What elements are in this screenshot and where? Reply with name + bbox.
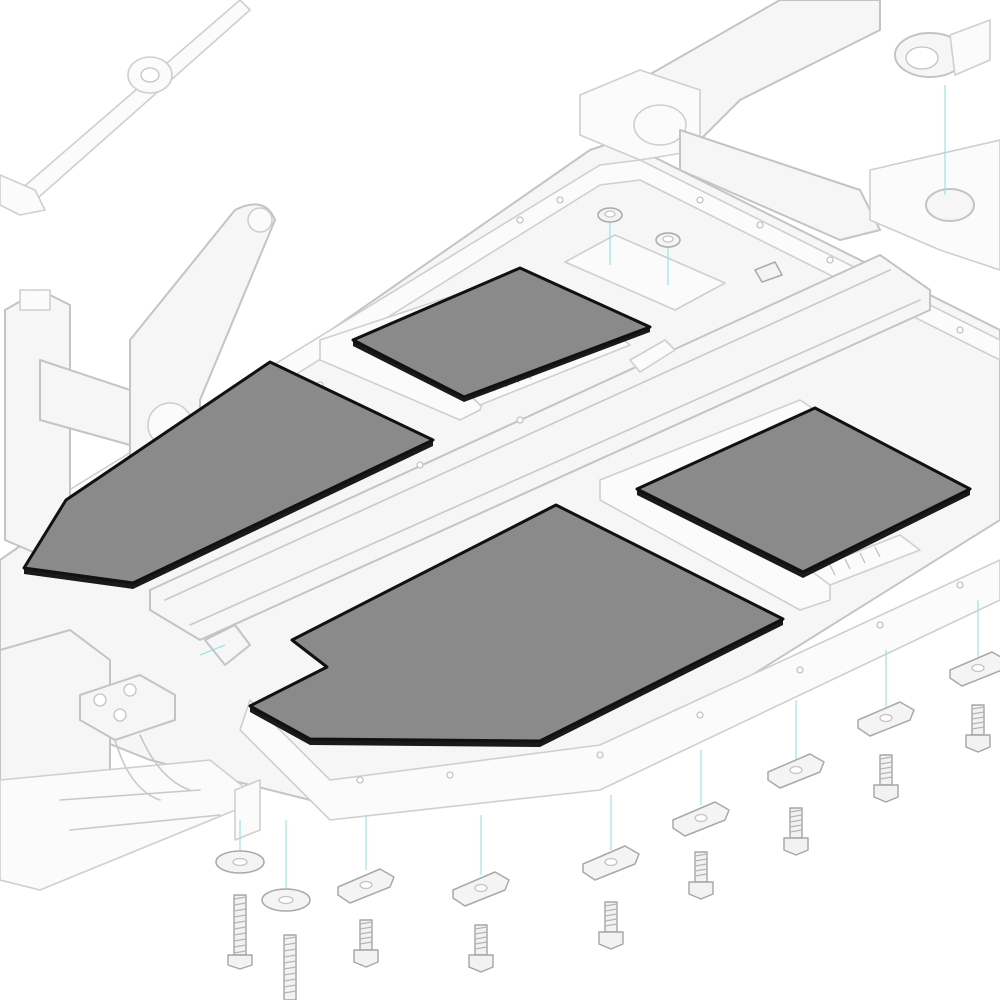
top-washers: [597, 207, 783, 283]
bolt-icon: [783, 807, 809, 856]
pad-front-right: [635, 406, 972, 578]
clip-nut-icon: [857, 701, 915, 737]
bolt-icon: [688, 851, 714, 900]
bolt-icon: [873, 754, 899, 803]
washer-icon: [215, 850, 265, 874]
bolt-icon: [468, 924, 494, 973]
pad-rear-left: [22, 360, 435, 589]
clip-nut-icon: [767, 753, 825, 789]
clip-nut-icon: [949, 651, 1000, 687]
washer-icon: [261, 888, 311, 912]
bolt-icon: [227, 894, 253, 970]
clip-nut-icon: [672, 801, 730, 837]
bolt-icon: [353, 919, 379, 968]
clip-nut-icon: [582, 845, 640, 881]
pad-front-center: [248, 503, 785, 747]
clip-nut-icon: [452, 871, 510, 907]
insulation-pads: [22, 266, 972, 747]
bolt-icon: [965, 704, 991, 753]
rack-teeth-right: [829, 546, 881, 576]
clip-nut-icon: [337, 868, 395, 904]
bolt-icon: [598, 901, 624, 950]
fasteners: [215, 651, 1000, 1000]
pad-rear-center: [351, 266, 652, 402]
bolt-icon: [283, 934, 297, 1000]
